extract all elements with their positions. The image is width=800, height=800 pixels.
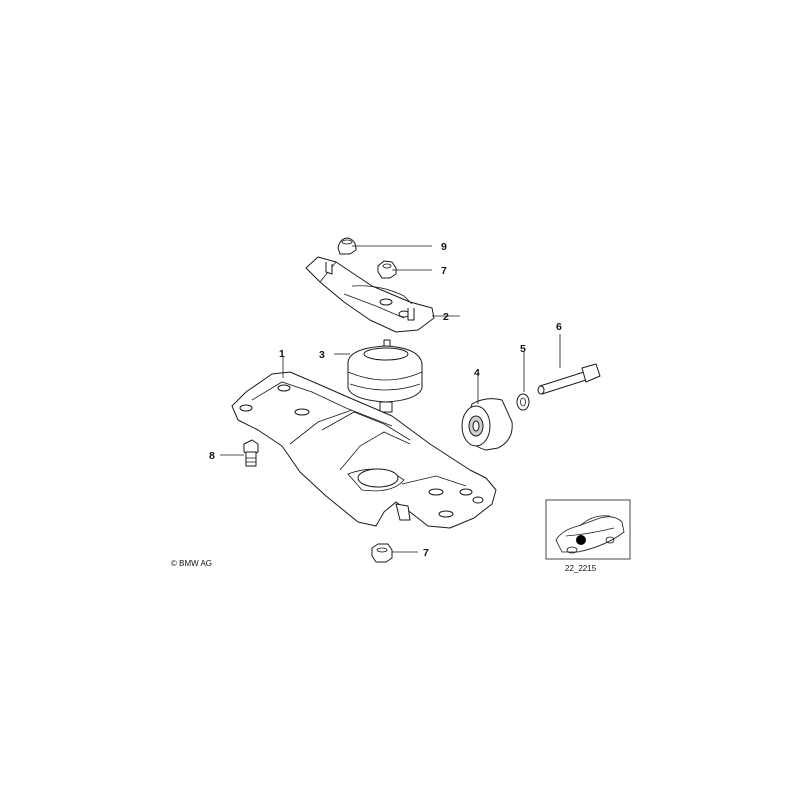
callout-2: 2 [443, 311, 449, 323]
callout-6: 6 [556, 321, 562, 333]
callout-9: 9 [441, 241, 447, 253]
part-9-rubber-stop[interactable] [337, 237, 357, 255]
part-8-bolt[interactable] [243, 439, 259, 467]
part-7-hex-nut-upper[interactable] [377, 260, 397, 279]
callout-7-upper: 7 [441, 265, 447, 277]
location-marker-icon [576, 535, 586, 545]
copyright-text: © BMW AG [171, 559, 212, 568]
callout-4: 4 [474, 367, 480, 379]
callout-7-lower: 7 [423, 547, 429, 559]
part-3-engine-mount[interactable] [347, 339, 423, 413]
callouts: 1 2 3 4 5 6 7 7 8 9 [209, 241, 562, 559]
callout-1: 1 [279, 348, 285, 360]
callout-3: 3 [319, 349, 325, 361]
part-1-cross-member[interactable] [231, 371, 497, 529]
part-4-bushing[interactable] [461, 398, 513, 451]
callout-8: 8 [209, 450, 215, 462]
part-5-washer[interactable] [516, 393, 530, 411]
callout-5: 5 [520, 343, 526, 355]
vehicle-locator-thumbnail[interactable] [545, 499, 631, 560]
reference-code: 22_2215 [565, 564, 597, 573]
part-6-bolt[interactable] [537, 363, 601, 395]
leader-lines [220, 245, 561, 553]
part-2-support-bracket[interactable] [305, 256, 435, 333]
part-7-nut-lower[interactable] [371, 543, 393, 563]
